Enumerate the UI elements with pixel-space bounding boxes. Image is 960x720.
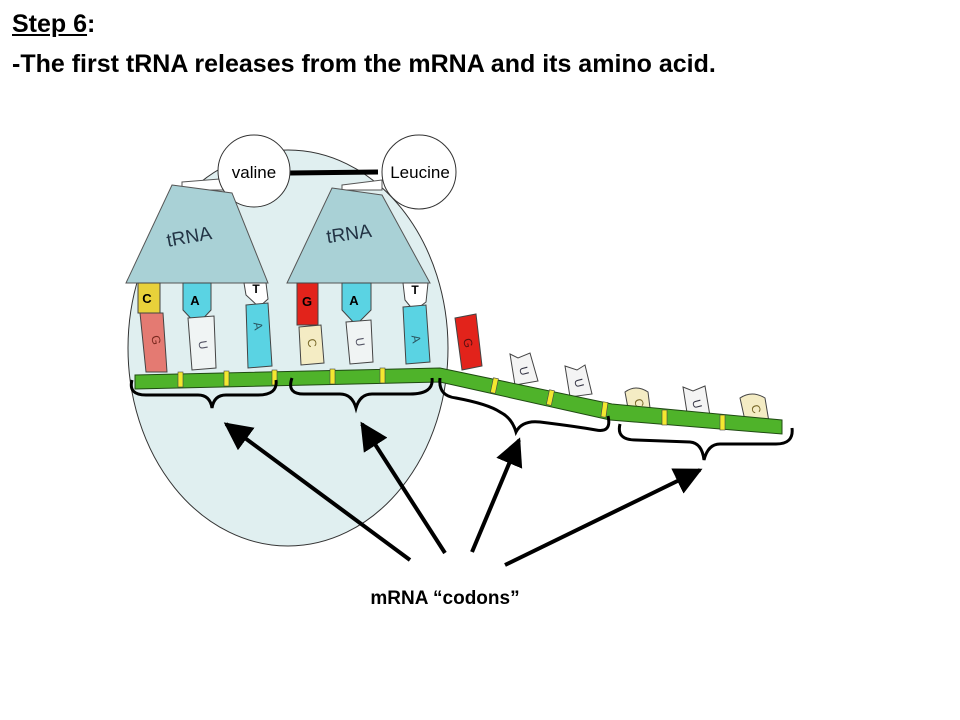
mrna-base-11-label: U bbox=[689, 398, 705, 410]
peptide-bond bbox=[289, 169, 379, 176]
arrow-codon-2 bbox=[360, 421, 447, 555]
mrna-base-6-label: A bbox=[408, 334, 423, 344]
mrna-base-2: U bbox=[187, 315, 217, 371]
codon-brace-1 bbox=[129, 379, 278, 409]
trna-right bbox=[286, 187, 431, 284]
mrna-joints bbox=[177, 367, 726, 431]
anticodon-c-left-label: C bbox=[142, 291, 152, 306]
mrna-base-1-label: G bbox=[148, 334, 163, 346]
anticodon-a-right bbox=[341, 282, 372, 326]
anticodon-a-left-label: A bbox=[190, 293, 200, 308]
mrna-base-2-label: U bbox=[195, 340, 210, 351]
anticodon-a-right-label: A bbox=[349, 293, 359, 308]
mrna-base-1: G bbox=[139, 312, 168, 373]
codon-brace-2 bbox=[289, 377, 434, 414]
mrna-base-7: G bbox=[454, 313, 483, 371]
mrna-codons-caption: mRNA “codons” bbox=[370, 588, 519, 609]
arrow-codon-4 bbox=[504, 468, 703, 567]
arrow-codon-3 bbox=[470, 437, 523, 553]
anticodon-t-left-label: T bbox=[252, 282, 260, 296]
codon-brace-4 bbox=[617, 423, 794, 461]
mrna-base-5: U bbox=[345, 319, 374, 365]
codon-brace-3 bbox=[438, 377, 611, 437]
valine-label: valine bbox=[232, 163, 276, 182]
step-description: -The first tRNA releases from the mRNA a… bbox=[12, 50, 716, 78]
step-colon: : bbox=[87, 10, 96, 38]
anticodon-g-right-label: G bbox=[302, 294, 312, 309]
mrna-base-7-label: G bbox=[460, 337, 476, 350]
mrna-base-3: A bbox=[245, 302, 273, 369]
mrna-base-12-label: C bbox=[748, 403, 764, 415]
amino-acid-leucine bbox=[381, 134, 457, 210]
trna-left bbox=[125, 184, 269, 284]
anticodon-t-right-label: T bbox=[411, 283, 419, 297]
leucine-label: Leucine bbox=[390, 163, 450, 182]
mrna-base-9: U bbox=[564, 364, 593, 398]
amino-acid-valine bbox=[217, 134, 291, 208]
mrna-base-4: C bbox=[298, 324, 325, 366]
mrna-base-9-label: U bbox=[571, 377, 587, 389]
arrow-codon-1 bbox=[223, 422, 412, 562]
step-label: Step 6 bbox=[12, 10, 88, 38]
mrna-base-3-label: A bbox=[250, 321, 265, 331]
mrna-base-8: U bbox=[509, 352, 539, 386]
step-heading: Step 6: bbox=[12, 10, 95, 39]
mrna-base-8-label: U bbox=[516, 365, 532, 377]
trna-stalk-right bbox=[341, 179, 383, 191]
mrna-base-5-label: U bbox=[352, 337, 367, 348]
mrna-base-6: A bbox=[402, 304, 431, 365]
mrna-base-4-label: C bbox=[304, 338, 319, 349]
